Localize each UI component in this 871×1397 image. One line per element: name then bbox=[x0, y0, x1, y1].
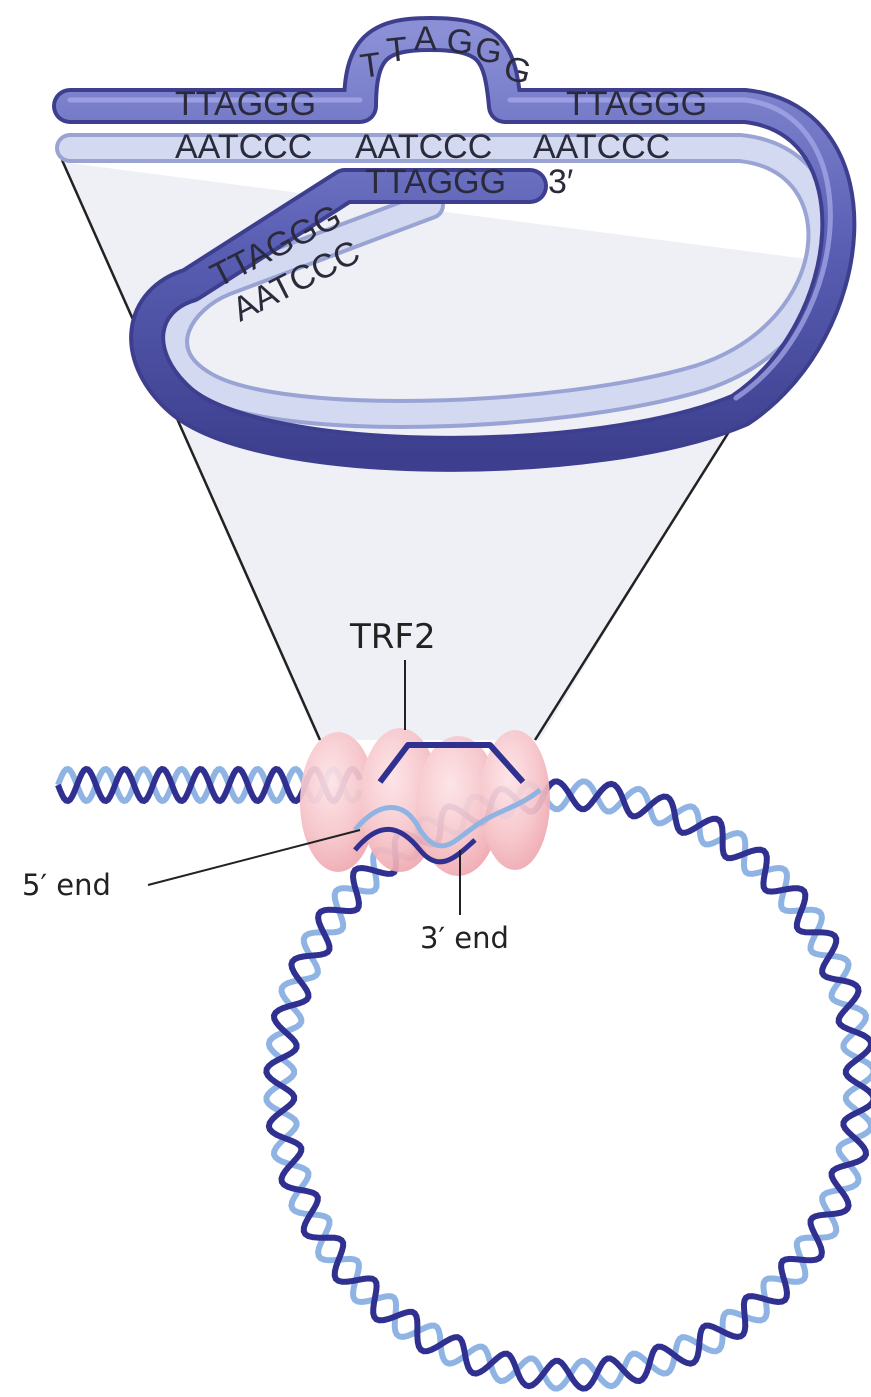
seq-three-prime: 3′ bbox=[548, 163, 573, 201]
seq-mid-center: AATCCC bbox=[355, 128, 492, 166]
helix-strand bbox=[266, 781, 871, 1388]
helix-strand bbox=[266, 781, 871, 1388]
seq-top-left: TTAGGG bbox=[175, 85, 316, 123]
seq-top-right: TTAGGG bbox=[566, 85, 707, 123]
loop-letter: T bbox=[385, 30, 410, 70]
seq-invading-g: TTAGGG bbox=[365, 163, 506, 201]
three-prime-label: 3′ end bbox=[420, 921, 509, 955]
dna-helix-loop bbox=[266, 781, 871, 1388]
loop-letter: G bbox=[473, 30, 504, 71]
loop-letter: A bbox=[414, 20, 437, 58]
trf2-label: TRF2 bbox=[349, 617, 436, 657]
seq-mid-left: AATCCC bbox=[175, 128, 312, 166]
five-prime-label: 5′ end bbox=[22, 868, 111, 902]
seq-mid-right: AATCCC bbox=[533, 128, 670, 166]
loop-letter: G bbox=[445, 22, 474, 62]
